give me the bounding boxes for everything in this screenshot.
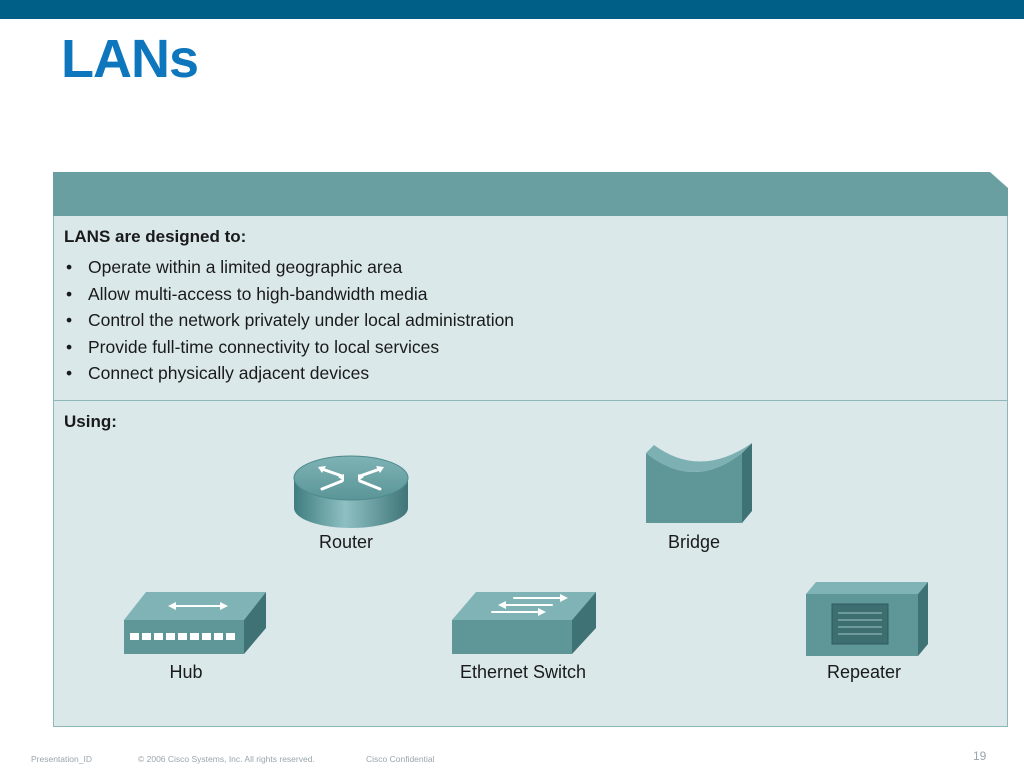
panel-body: LANS are designed to: • Operate within a …: [53, 216, 1008, 727]
bullet-text: Provide full-time connectivity to local …: [88, 336, 440, 357]
hub-label: Hub: [169, 662, 203, 682]
footer-confidential: Cisco Confidential: [366, 754, 435, 764]
bullet-text: Control the network privately under loca…: [88, 310, 515, 330]
top-bar: [0, 0, 1024, 19]
bullet-marker: •: [66, 363, 73, 383]
router-icon: [293, 455, 409, 528]
content-panel: LANS are designed to: • Operate within a …: [53, 172, 1008, 728]
bullet-marker: •: [66, 283, 73, 304]
bullet-text: Connect physically adjacent devices: [88, 363, 370, 383]
ethernet-switch-label: Ethernet Switch: [459, 662, 587, 682]
slide-title: LANs: [61, 29, 199, 89]
panel-header-bar: [53, 172, 1008, 216]
bullet-list: • Operate within a limited geographic are…: [66, 254, 514, 387]
router-label: Router: [318, 532, 374, 552]
bullet-marker: •: [66, 257, 73, 277]
bullet-text: Operate within a limited geographic area: [88, 257, 403, 277]
list-item: • Control the network privately under loc…: [66, 307, 514, 334]
bridge-label: Bridge: [667, 532, 721, 552]
bullet-marker: •: [66, 336, 73, 357]
repeater-icon: [806, 582, 928, 656]
hub-icon: [124, 592, 266, 654]
bridge-icon: [646, 443, 752, 523]
list-item: • Provide full-time connectivity to local…: [66, 334, 514, 361]
footer-presentation-id: Presentation_ID: [31, 754, 92, 764]
list-item: • Allow multi-access to high-bandwidth me…: [66, 281, 514, 308]
page-number: 19: [973, 749, 987, 763]
bullet-marker: •: [66, 310, 73, 330]
list-item: • Operate within a limited geographic are…: [66, 254, 514, 281]
list-item: • Connect physically adjacent devices: [66, 360, 514, 387]
repeater-label: Repeater: [826, 662, 902, 682]
section-divider: [54, 400, 1007, 401]
ethernet-switch-icon: [452, 592, 596, 654]
bullet-text: Allow multi-access to high-bandwidth med…: [88, 283, 428, 304]
intro-heading: LANS are designed to:: [64, 227, 247, 246]
using-heading: Using:: [64, 412, 117, 431]
footer-copyright: © 2006 Cisco Systems, Inc. All rights re…: [138, 754, 315, 764]
